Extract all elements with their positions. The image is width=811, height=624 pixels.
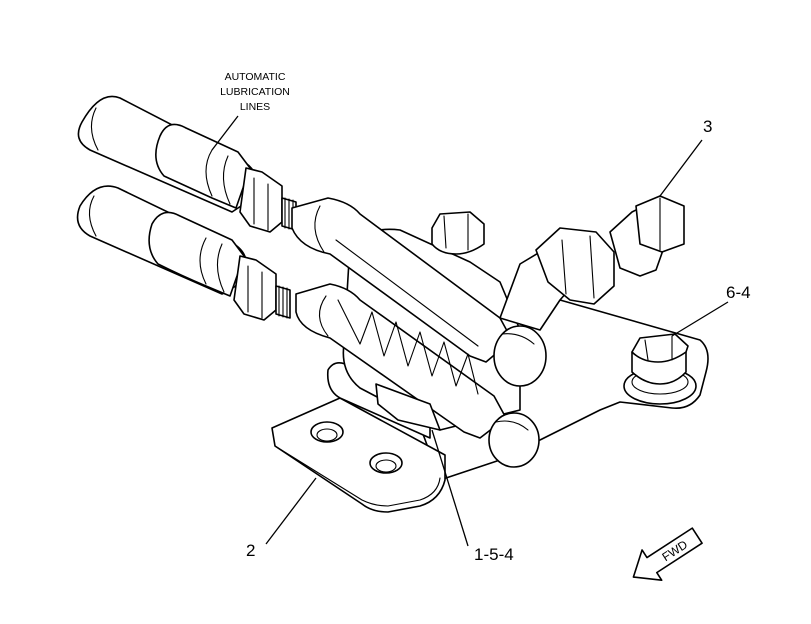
lube-line-upper (77, 95, 297, 233)
leader-lube-lines (211, 115, 239, 151)
leader-lines (211, 115, 729, 547)
leader-1-5-4 (431, 429, 469, 547)
leader-6-4 (671, 301, 729, 337)
lube-line-lower (76, 185, 291, 321)
note-line-2: LUBRICATION (220, 86, 290, 98)
bracket-bolt (623, 333, 697, 405)
leader-2 (265, 477, 317, 545)
valve-body (291, 197, 547, 468)
callout-2: 2 (246, 541, 255, 560)
note-line-3: LINES (240, 101, 270, 113)
note-line-1: AUTOMATIC (225, 71, 286, 83)
callout-1-5-4: 1-5-4 (474, 545, 514, 564)
fwd-arrow-icon: FWD (632, 527, 703, 581)
callout-labels: AUTOMATIC LUBRICATION LINES 3 6-4 2 1-5-… (220, 71, 750, 564)
callout-6-4: 6-4 (726, 283, 751, 302)
leader-3 (659, 139, 703, 197)
callout-3: 3 (703, 117, 712, 136)
elbow-fitting (499, 195, 685, 331)
